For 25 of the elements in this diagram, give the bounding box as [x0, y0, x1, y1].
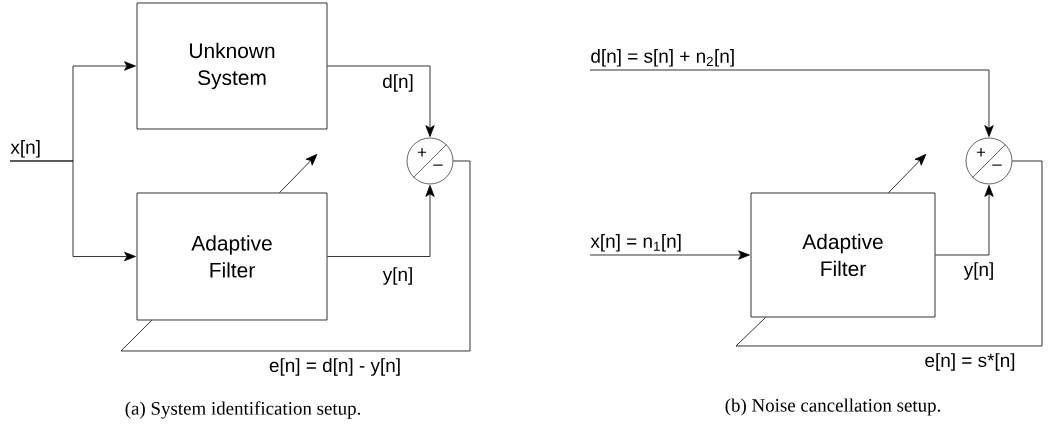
arrow	[589, 69, 994, 137]
adaptation-arrow	[279, 154, 318, 193]
feedback-line	[120, 160, 471, 352]
edge-label: d[n]	[381, 73, 415, 93]
arrow	[327, 65, 435, 137]
signal-label: x[n]	[10, 139, 40, 158]
block-box: Adaptive Filter	[136, 192, 328, 321]
arrow	[935, 185, 994, 256]
summing-junction: + –	[406, 137, 454, 185]
block-box: Adaptive Filter	[750, 192, 936, 318]
edge-label: y[n]	[962, 261, 996, 281]
adaptation-arrow	[888, 154, 927, 193]
summing-junction: + –	[965, 137, 1013, 185]
arrow	[589, 250, 750, 260]
signal-label: x[n] = n$_{1}$[n]	[590, 233, 681, 252]
arrow	[327, 185, 435, 257]
caption: (a) System identification setup.	[125, 401, 361, 419]
signal-label: d[n] = s[n] + n$_{2}$[n]	[591, 48, 734, 67]
edge-label: y[n]	[381, 266, 415, 286]
arrow	[9, 160, 136, 262]
edge-label: e[n] = s*[n]	[923, 352, 1017, 372]
edge-label: e[n] = d[n] - y[n]	[268, 357, 403, 377]
feedback-line	[735, 160, 1043, 347]
block-box: Unknown System	[136, 2, 328, 130]
caption: (b) Noise cancellation setup.	[725, 398, 941, 416]
